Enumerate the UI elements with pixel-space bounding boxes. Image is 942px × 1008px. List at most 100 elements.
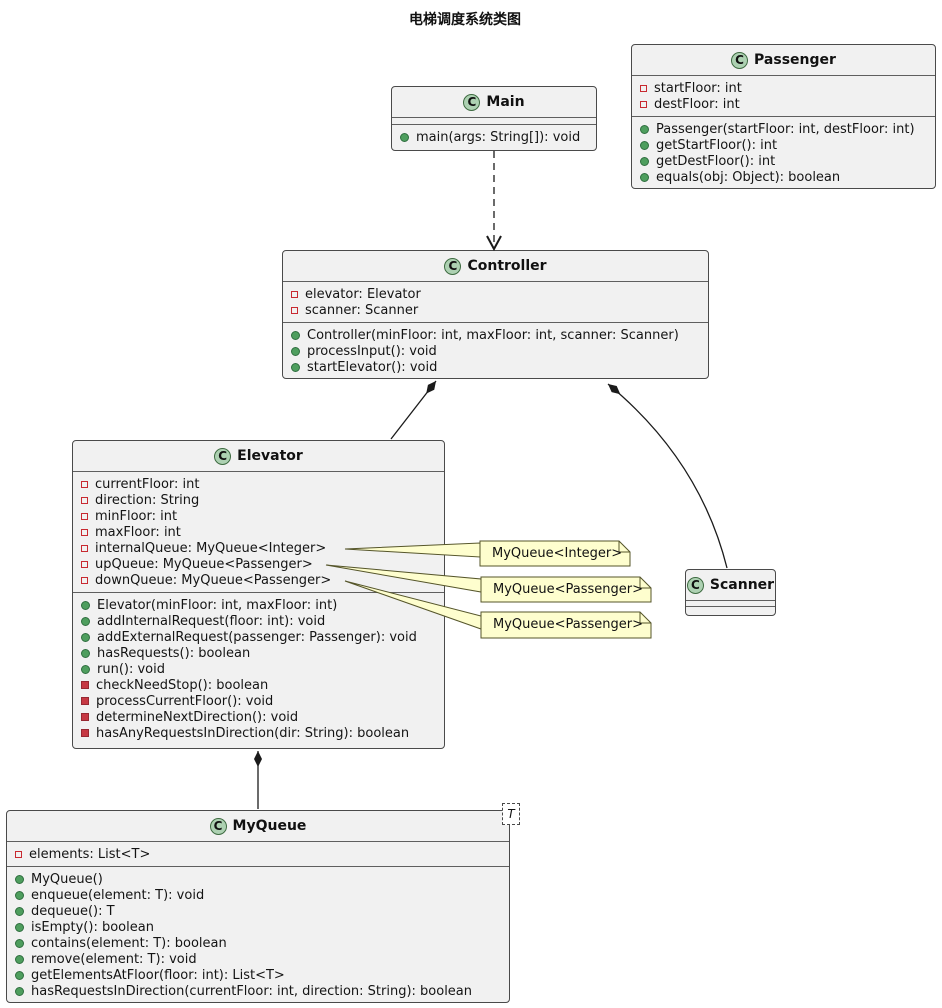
member-text: minFloor: int xyxy=(95,508,178,524)
member-row: startFloor: int xyxy=(640,80,927,96)
public-method-icon xyxy=(15,890,24,900)
member-row: upQueue: MyQueue<Passenger> xyxy=(81,556,436,572)
member-text: determineNextDirection(): void xyxy=(96,709,299,725)
private-field-icon xyxy=(81,480,88,488)
member-text: startFloor: int xyxy=(654,80,742,96)
public-method-icon xyxy=(15,986,24,996)
member-text: checkNeedStop(): boolean xyxy=(96,677,269,693)
member-row: getDestFloor(): int xyxy=(640,153,927,169)
member-row: internalQueue: MyQueue<Integer> xyxy=(81,540,436,556)
private-method-icon xyxy=(81,729,89,737)
note-text: MyQueue<Integer> xyxy=(492,546,623,561)
member-row: hasAnyRequestsInDirection(dir: String): … xyxy=(81,725,436,741)
member-text: upQueue: MyQueue<Passenger> xyxy=(95,556,313,572)
private-field-icon xyxy=(291,290,298,298)
member-text: getDestFloor(): int xyxy=(656,153,776,169)
private-method-icon xyxy=(81,681,89,689)
member-text: hasAnyRequestsInDirection(dir: String): … xyxy=(96,725,410,741)
member-row: main(args: String[]): void xyxy=(400,129,588,145)
member-row: direction: String xyxy=(81,492,436,508)
member-text: processCurrentFloor(): void xyxy=(96,693,274,709)
class-box-main: C Main main(args: String[]): void xyxy=(391,86,597,151)
member-text: hasRequestsInDirection(currentFloor: int… xyxy=(31,983,473,999)
methods-section: Controller(minFloor: int, maxFloor: int,… xyxy=(283,322,708,378)
member-row: getStartFloor(): int xyxy=(640,137,927,153)
member-row: processInput(): void xyxy=(291,343,700,359)
member-row: MyQueue() xyxy=(15,871,501,887)
public-method-icon xyxy=(291,362,300,372)
member-row: startElevator(): void xyxy=(291,359,700,375)
private-field-icon xyxy=(15,850,22,858)
class-name: Elevator xyxy=(237,448,303,464)
fields-section xyxy=(392,117,596,124)
member-text: destFloor: int xyxy=(654,96,740,112)
member-row: Passenger(startFloor: int, destFloor: in… xyxy=(640,121,927,137)
methods-section xyxy=(686,606,775,612)
member-row: addExternalRequest(passenger: Passenger)… xyxy=(81,629,436,645)
member-row: checkNeedStop(): boolean xyxy=(81,677,436,693)
diagram-title: 电梯调度系统类图 xyxy=(409,12,521,28)
member-text: addExternalRequest(passenger: Passenger)… xyxy=(97,629,417,645)
member-text: dequeue(): T xyxy=(31,903,115,919)
member-row: maxFloor: int xyxy=(81,524,436,540)
private-field-icon xyxy=(81,576,88,584)
class-circle-icon: C xyxy=(214,447,232,465)
public-method-icon xyxy=(15,954,24,964)
class-header: C Passenger xyxy=(632,45,935,75)
member-row: processCurrentFloor(): void xyxy=(81,693,436,709)
member-row: scanner: Scanner xyxy=(291,302,700,318)
public-method-icon xyxy=(15,922,24,932)
class-box-scanner: C Scanner xyxy=(685,569,776,616)
member-text: isEmpty(): boolean xyxy=(31,919,154,935)
member-row: isEmpty(): boolean xyxy=(15,919,501,935)
class-name: Passenger xyxy=(754,52,836,68)
public-method-icon xyxy=(15,938,24,948)
member-text: scanner: Scanner xyxy=(305,302,419,318)
member-text: Controller(minFloor: int, maxFloor: int,… xyxy=(307,327,679,343)
private-field-icon xyxy=(81,560,88,568)
member-row: run(): void xyxy=(81,661,436,677)
member-row: remove(element: T): void xyxy=(15,951,501,967)
generic-type-param: T xyxy=(502,803,520,825)
member-text: addInternalRequest(floor: int): void xyxy=(97,613,326,629)
class-header: C Main xyxy=(392,87,596,117)
private-field-icon xyxy=(81,496,88,504)
member-text: internalQueue: MyQueue<Integer> xyxy=(95,540,327,556)
member-text: startElevator(): void xyxy=(307,359,438,375)
member-row: hasRequests(): boolean xyxy=(81,645,436,661)
member-row: addInternalRequest(floor: int): void xyxy=(81,613,436,629)
class-name: Scanner xyxy=(709,577,775,593)
member-text: enqueue(element: T): void xyxy=(31,887,205,903)
private-field-icon xyxy=(81,528,88,536)
class-name: Controller xyxy=(467,258,547,274)
public-method-icon xyxy=(640,156,649,166)
class-header: C Elevator xyxy=(73,441,444,471)
member-row: contains(element: T): boolean xyxy=(15,935,501,951)
member-row: minFloor: int xyxy=(81,508,436,524)
member-row: downQueue: MyQueue<Passenger> xyxy=(81,572,436,588)
note-text: MyQueue<Passenger> xyxy=(493,617,644,632)
member-text: Passenger(startFloor: int, destFloor: in… xyxy=(656,121,915,137)
member-text: processInput(): void xyxy=(307,343,437,359)
member-text: contains(element: T): boolean xyxy=(31,935,227,951)
member-row: elements: List<T> xyxy=(15,846,501,862)
member-text: elevator: Elevator xyxy=(305,286,421,302)
member-row: Elevator(minFloor: int, maxFloor: int) xyxy=(81,597,436,613)
private-method-icon xyxy=(81,697,89,705)
public-method-icon xyxy=(81,616,90,626)
public-method-icon xyxy=(15,970,24,980)
public-method-icon xyxy=(81,664,90,674)
public-method-icon xyxy=(291,330,300,340)
public-method-icon xyxy=(640,124,649,134)
member-row: determineNextDirection(): void xyxy=(81,709,436,725)
member-row: destFloor: int xyxy=(640,96,927,112)
private-method-icon xyxy=(81,713,89,721)
fields-section: elements: List<T> xyxy=(7,841,509,866)
class-header: C Scanner xyxy=(686,570,775,600)
public-method-icon xyxy=(640,140,649,150)
member-text: MyQueue() xyxy=(31,871,103,887)
methods-section: Elevator(minFloor: int, maxFloor: int)ad… xyxy=(73,592,444,745)
